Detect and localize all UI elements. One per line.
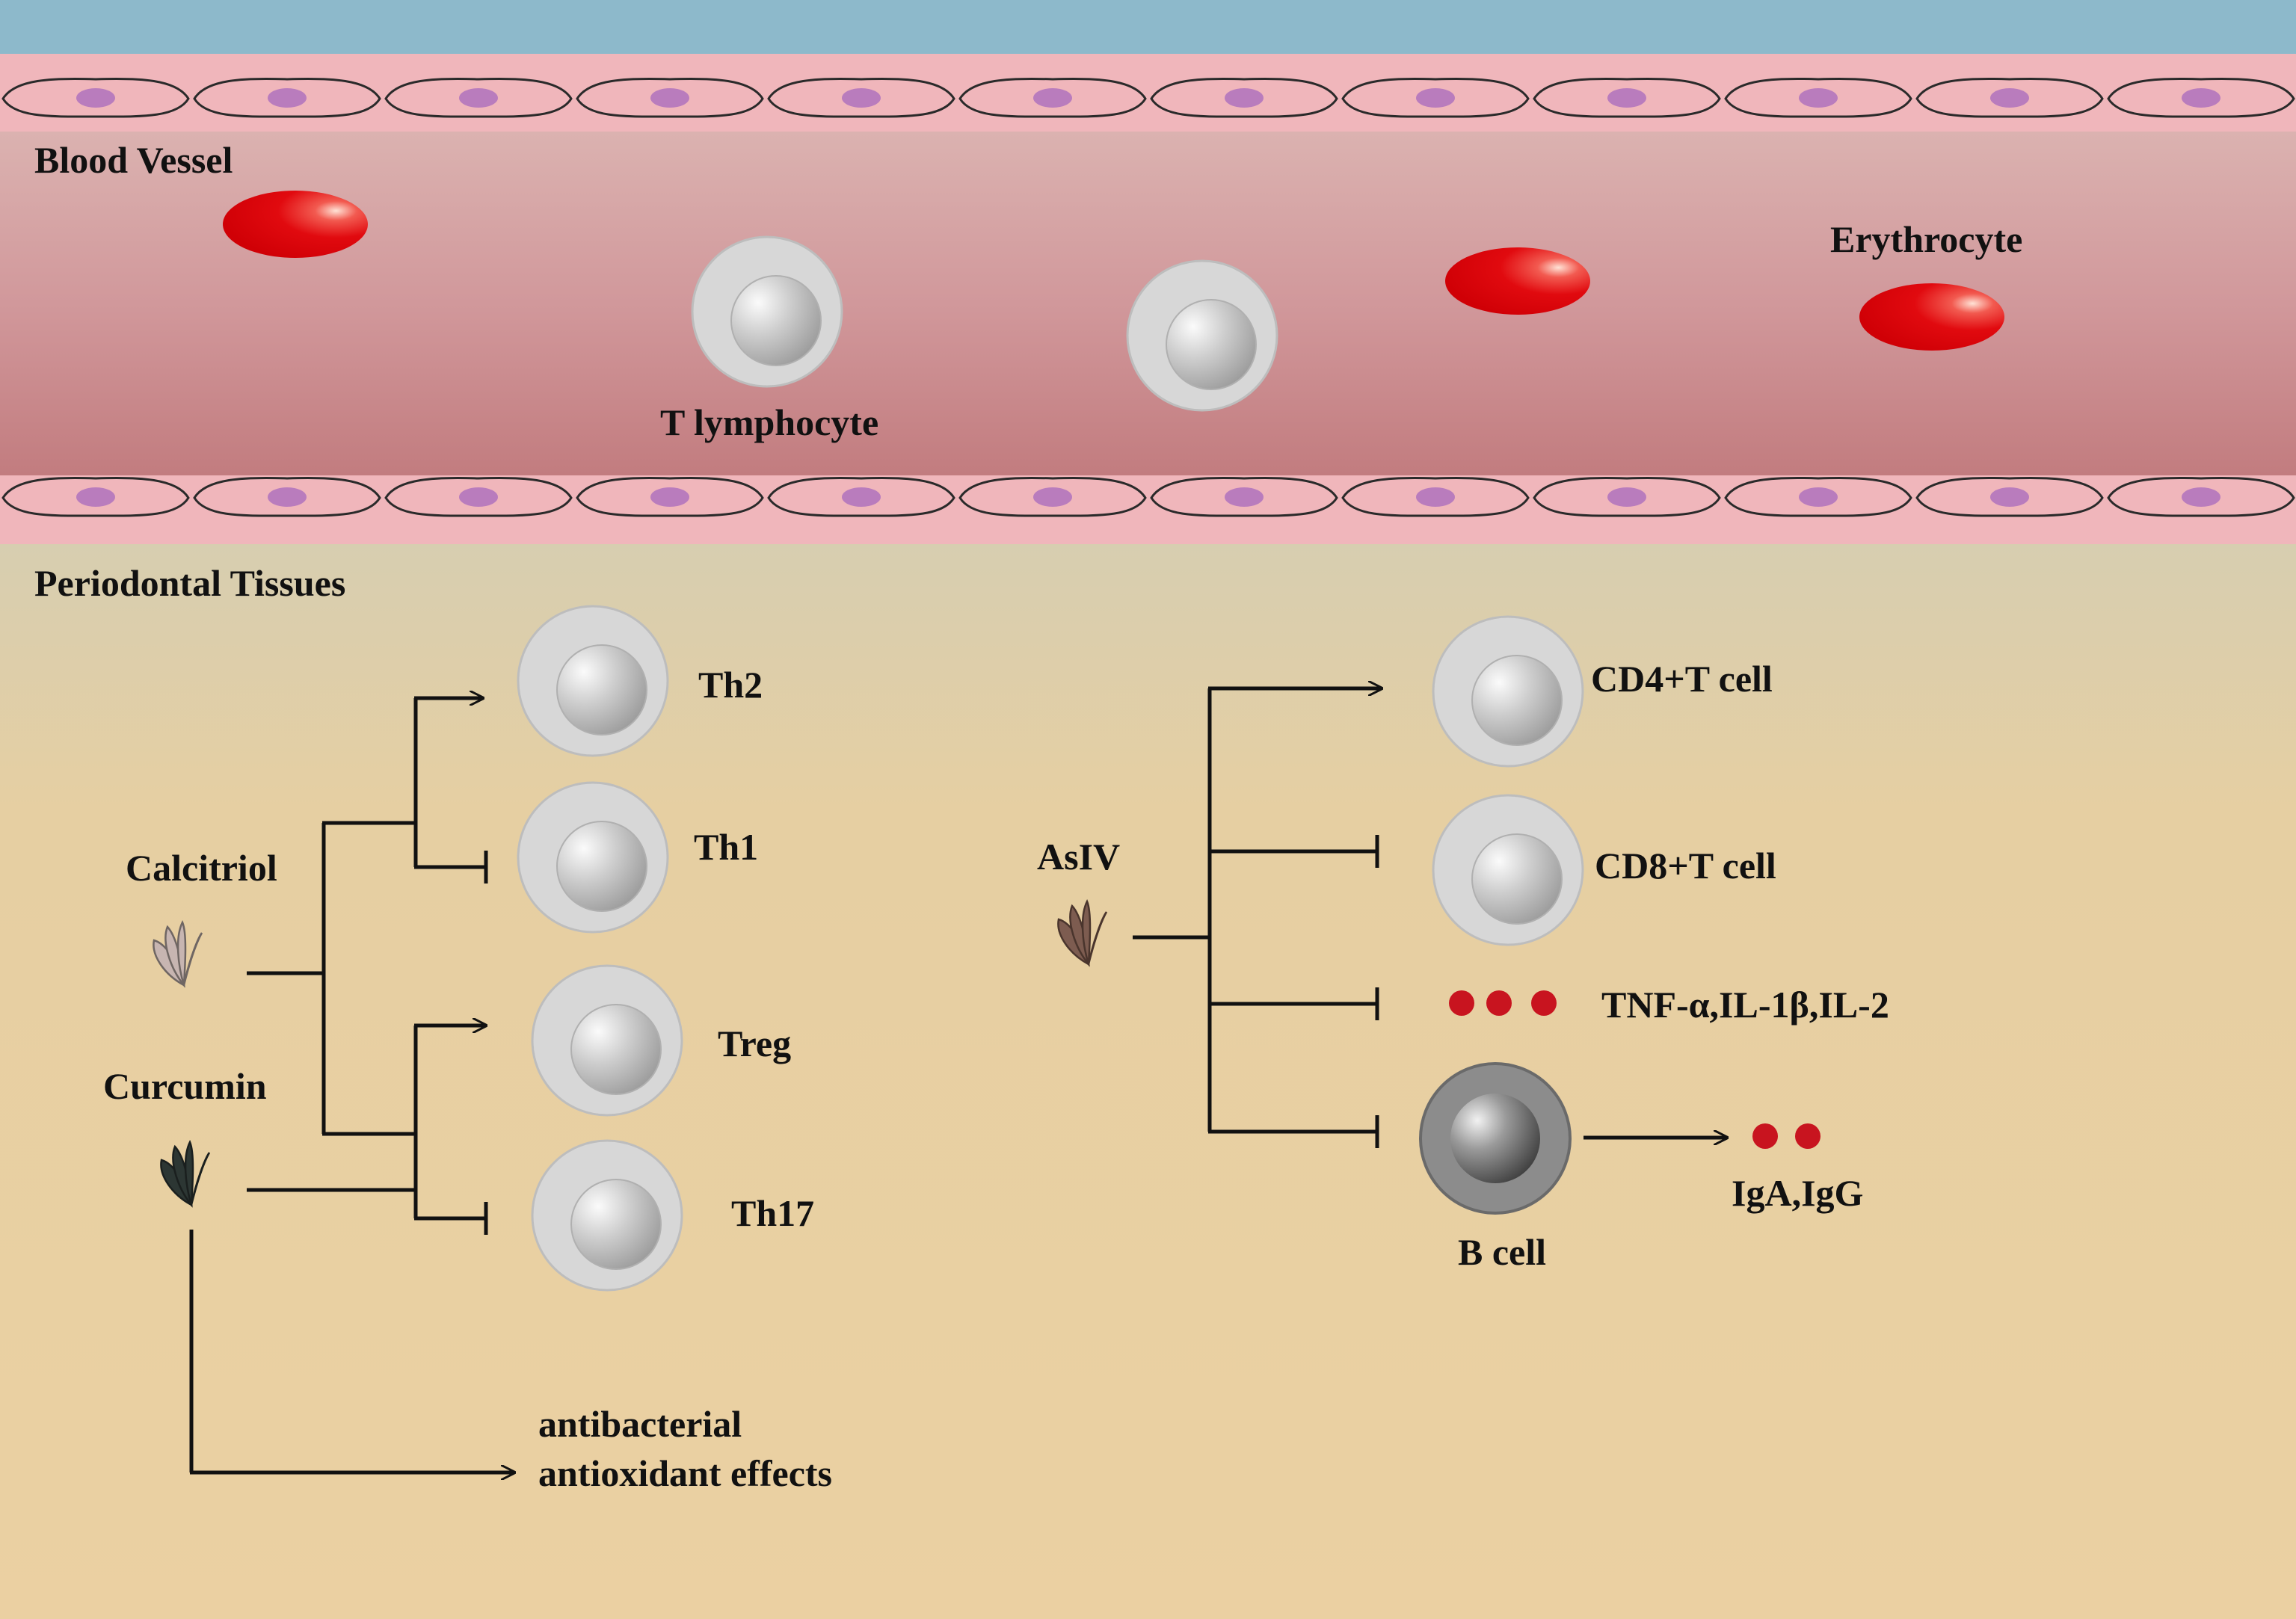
antibody-dots xyxy=(1752,1123,1821,1149)
asiv-label: AsIV xyxy=(1037,836,1120,878)
vessel-upper-wall xyxy=(0,54,2296,132)
cd8-t-cell-label: CD8+T cell xyxy=(1595,845,1776,886)
t-lymphocyte-2 xyxy=(1126,259,1278,412)
cytokines-label: TNF-α,IL-1β,IL-2 xyxy=(1601,984,1889,1026)
th1-label: Th1 xyxy=(694,826,758,868)
t-lymphocyte-1 xyxy=(691,235,843,388)
effect-label-line-1: antibacterial xyxy=(538,1403,742,1445)
effect-label-line-2: antioxidant effects xyxy=(538,1452,832,1494)
cytokine-dots xyxy=(1449,990,1557,1016)
antibody-label: IgA,IgG xyxy=(1732,1172,1863,1214)
curcumin-label: Curcumin xyxy=(103,1065,267,1107)
sky-band xyxy=(0,0,2296,54)
b-cell xyxy=(1419,1062,1572,1215)
blood-vessel-label: Blood Vessel xyxy=(34,139,233,181)
t-lymphocyte-label: T lymphocyte xyxy=(660,401,878,443)
b-cell-label: B cell xyxy=(1458,1231,1546,1273)
cd4-t-cell xyxy=(1432,615,1584,768)
treg-cell xyxy=(531,964,683,1117)
erythrocyte-label: Erythrocyte xyxy=(1830,218,2022,260)
left-pathway-lines xyxy=(189,698,514,1472)
cd8-t-cell xyxy=(1432,794,1584,946)
periodontal-tissue-region xyxy=(0,544,2296,1619)
erythrocyte-2 xyxy=(1445,247,1590,315)
calcitriol-label: Calcitriol xyxy=(126,847,277,889)
treg-label: Treg xyxy=(718,1023,791,1064)
right-pathway-lines xyxy=(1133,688,1727,1148)
th1-cell xyxy=(517,781,669,934)
cd4-t-cell-label: CD4+T cell xyxy=(1591,658,1773,700)
periodontal-tissues-label: Periodontal Tissues xyxy=(34,562,345,604)
erythrocyte-1 xyxy=(223,191,368,258)
th17-label: Th17 xyxy=(731,1192,814,1234)
erythrocyte-3 xyxy=(1859,283,2004,351)
th17-cell xyxy=(531,1139,683,1292)
vessel-lower-wall xyxy=(0,475,2296,544)
th2-label: Th2 xyxy=(698,664,763,706)
th2-cell xyxy=(517,605,669,757)
